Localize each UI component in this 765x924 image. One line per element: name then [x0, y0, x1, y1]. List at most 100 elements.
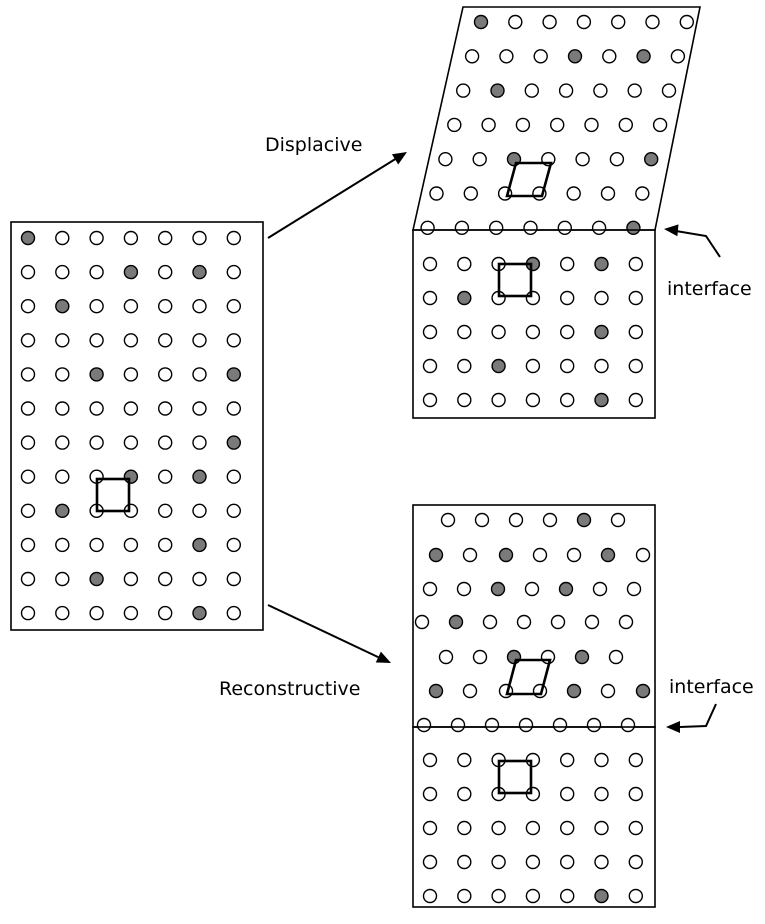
lattice-atom	[620, 717, 636, 733]
lattice-atom	[157, 367, 173, 382]
lattice-atom	[491, 392, 506, 408]
lattice-atom	[20, 469, 36, 484]
lattice-atom	[472, 649, 488, 665]
lattice-atom	[192, 367, 207, 382]
lattice-atom	[482, 614, 498, 630]
solute-atom	[635, 683, 651, 699]
lattice-atom	[472, 151, 487, 167]
interface-label-bottom: interface	[669, 676, 754, 698]
solute-atom	[490, 581, 506, 597]
lattice-atom	[89, 605, 104, 621]
solute-atom	[192, 469, 207, 484]
lattice-atom	[679, 14, 694, 30]
lattice-atom	[542, 512, 558, 528]
lattice-atom	[89, 435, 104, 450]
lattice-atom	[560, 820, 575, 836]
solute-atom	[600, 547, 616, 563]
lattice-atom	[491, 888, 506, 904]
lattice-atom	[628, 854, 643, 870]
lattice-atom	[593, 83, 608, 98]
solute-atom	[123, 469, 139, 484]
solute-atom	[498, 547, 514, 563]
solute-atom	[490, 83, 505, 98]
lattice-atom	[524, 83, 539, 98]
solute-atom	[123, 264, 139, 280]
lattice-atom	[20, 264, 36, 280]
lattice-atom	[226, 230, 242, 246]
lattice-atom	[454, 220, 470, 236]
lattice-atom	[594, 358, 609, 374]
lattice-atom	[608, 649, 624, 665]
solute-atom	[55, 503, 70, 518]
unit-cell-square	[497, 759, 533, 795]
transformation-arrows	[267, 152, 721, 733]
parent-frame	[10, 221, 264, 631]
lattice-atom	[226, 605, 242, 621]
unit-cell-square	[95, 477, 131, 513]
lattice-atom	[518, 717, 534, 733]
lattice-atom	[609, 151, 625, 167]
lattice-atom	[550, 614, 566, 630]
lattice-atom	[157, 571, 173, 587]
lattice-atom	[123, 571, 139, 587]
lattice-atom	[525, 820, 541, 836]
lattice-atom	[525, 358, 541, 374]
lattice-atom	[192, 333, 207, 348]
lattice-atom	[515, 117, 531, 133]
lattice-atom	[594, 290, 609, 306]
lattice-atom	[627, 83, 642, 98]
lattice-atom	[157, 264, 173, 280]
lattice-atom	[560, 256, 575, 272]
lattice-atom	[55, 605, 70, 621]
lattice-atom	[192, 571, 207, 587]
solute-atom	[428, 683, 444, 699]
lattice-atom	[420, 220, 435, 236]
lattice-atom	[584, 117, 599, 133]
lattice-atom	[55, 367, 70, 382]
lattice-atom	[438, 151, 453, 167]
interface-label-top: interface	[667, 278, 752, 300]
lattice-atom	[438, 649, 454, 665]
lattice-atom	[416, 717, 432, 733]
lattice-atom	[422, 290, 438, 306]
lattice-atom	[618, 614, 634, 630]
lattice-atom	[157, 435, 173, 450]
lattice-atom	[457, 854, 472, 870]
lattice-atom	[635, 547, 651, 563]
lattice-atom	[464, 49, 480, 64]
solute-atom	[226, 367, 242, 382]
lattice-atom	[457, 256, 472, 272]
lattice-atom	[20, 401, 36, 416]
lattice-atom	[123, 435, 139, 450]
lattice-atom	[55, 401, 70, 416]
lattice-atom	[560, 752, 575, 768]
lattice-atom	[540, 649, 556, 665]
lattice-atom	[20, 571, 36, 587]
lattice-atom	[157, 333, 173, 348]
lattice-atom	[55, 333, 70, 348]
lattice-atom	[429, 186, 444, 201]
lattice-atom	[584, 614, 600, 630]
lattice-atom	[157, 230, 173, 246]
lattice-atom	[508, 14, 523, 30]
lattice-atom	[440, 512, 456, 528]
lattice-atom	[422, 581, 438, 597]
lattice-atom	[508, 512, 524, 528]
lattice-atom	[55, 435, 70, 450]
lattice-atom	[566, 547, 582, 563]
lattice-atom	[576, 14, 592, 30]
lattice-atom	[457, 820, 472, 836]
lattice-atom	[89, 401, 104, 416]
lattice-atom	[457, 752, 472, 768]
lattice-atom	[491, 820, 506, 836]
solute-atom	[20, 230, 36, 246]
lattice-atom	[560, 888, 575, 904]
solute-atom	[473, 14, 489, 30]
lattice-atom	[123, 367, 139, 382]
displacive-arrow	[267, 157, 398, 239]
interface-pointer-top	[675, 230, 721, 258]
lattice-atom	[560, 324, 575, 340]
interface-pointer-bottom-head	[666, 721, 680, 733]
lattice-atom	[422, 256, 438, 272]
